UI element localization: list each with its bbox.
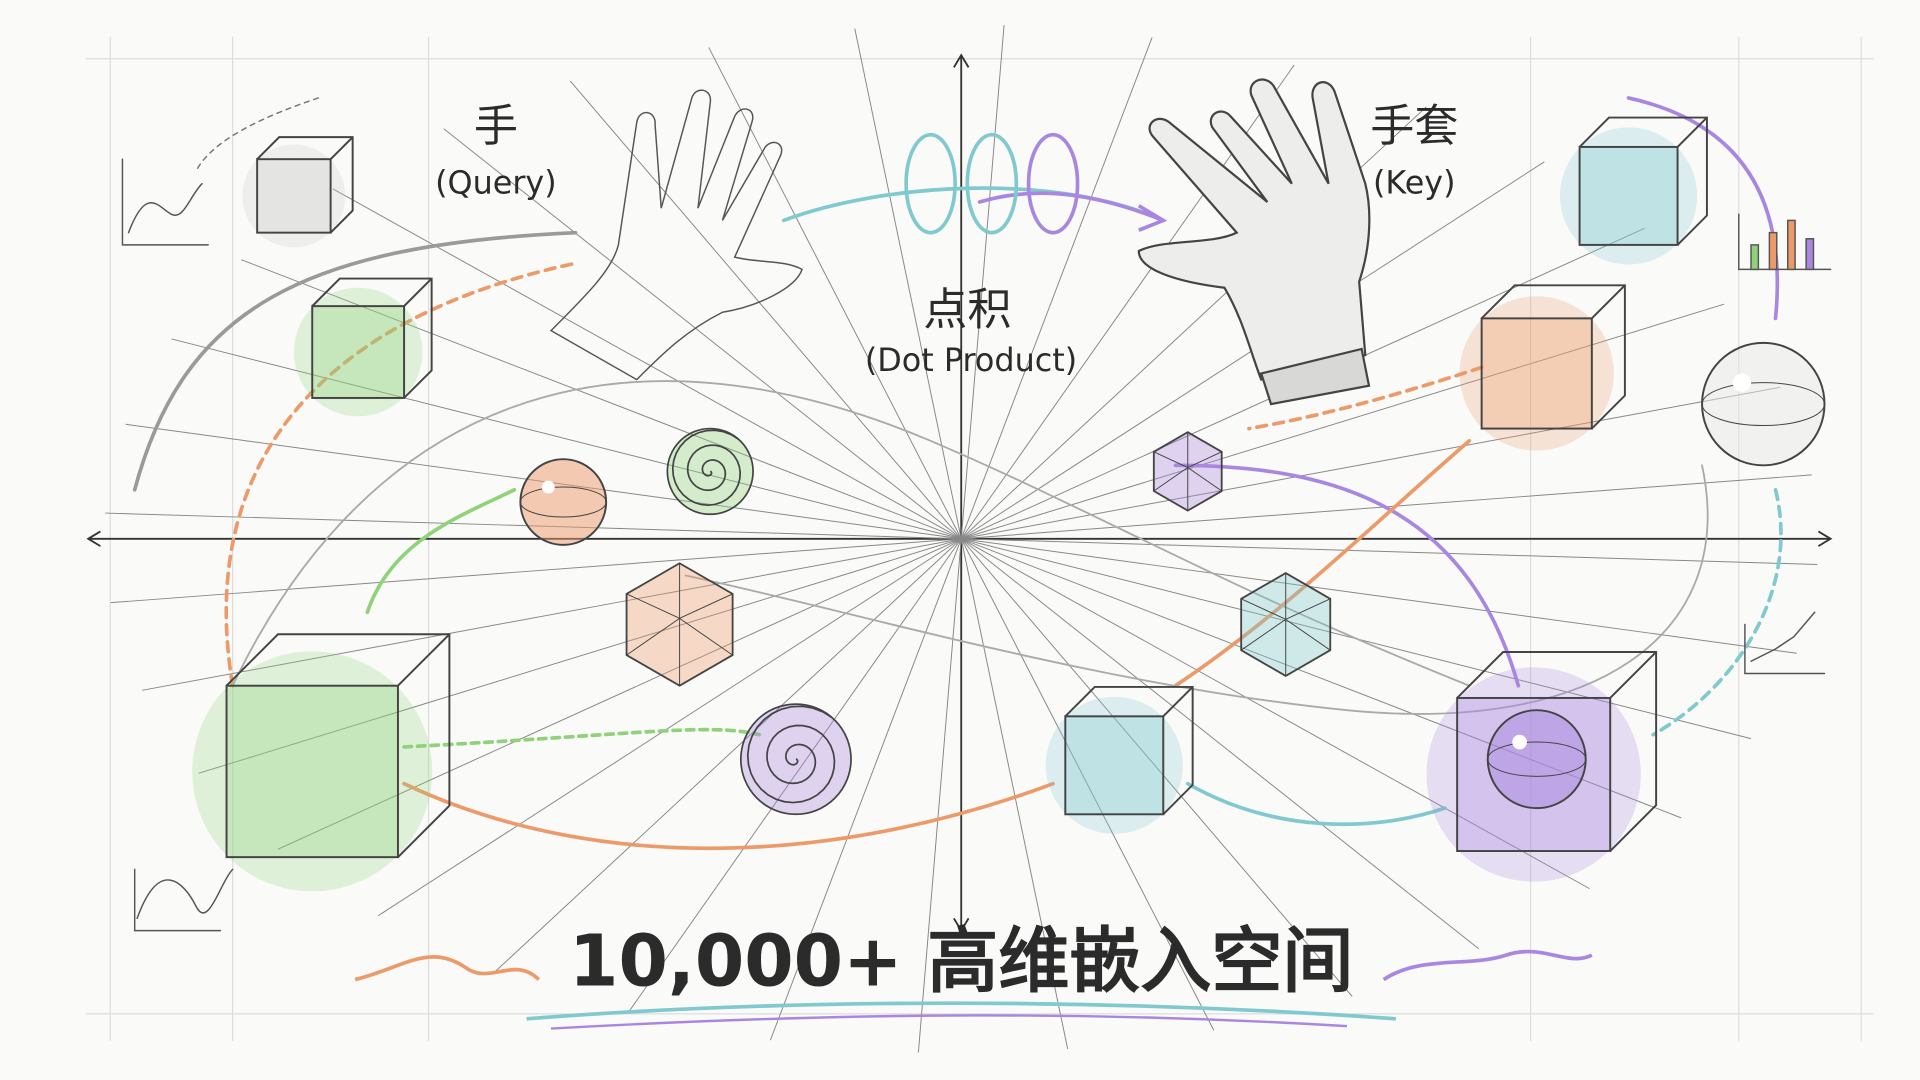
- ray-line: [960, 538, 1479, 950]
- ray-line: [110, 538, 962, 604]
- ray-line: [769, 538, 962, 1041]
- cube-icon: [242, 136, 354, 248]
- ray-line: [917, 538, 962, 1053]
- polyhedron-icon: [1152, 431, 1223, 512]
- sphere-icon: [1486, 709, 1587, 810]
- ray-line: [142, 538, 962, 691]
- ray-line: [377, 538, 962, 917]
- ray-line: [961, 538, 1818, 565]
- ray-line: [961, 303, 1725, 540]
- hand-icon: [549, 89, 803, 381]
- spiral-icon: [739, 703, 852, 816]
- polyhedron-icon: [625, 562, 734, 687]
- dot-product-label-zh: 点积: [923, 284, 1011, 335]
- cube-icon: [1459, 284, 1626, 451]
- ray-line: [960, 538, 1215, 1031]
- ray-line: [960, 538, 1353, 997]
- ray-line: [171, 338, 962, 540]
- ray-line: [960, 25, 1005, 539]
- polyhedron-icon: [1240, 572, 1332, 677]
- ray-line: [443, 128, 962, 540]
- ray-line: [960, 538, 1590, 890]
- query-label-en: (Query): [435, 163, 557, 201]
- sphere-icon: [1701, 341, 1826, 467]
- ray-line: [569, 80, 962, 540]
- cube-icon: [192, 633, 451, 892]
- sphere-icon: [519, 458, 608, 546]
- dot-product-coil: [904, 132, 1168, 235]
- spiral-icon: [666, 427, 754, 516]
- cube-icon: [1045, 685, 1194, 834]
- mini-chart-icon: [121, 158, 1832, 932]
- ray-line: [961, 386, 1781, 540]
- ray-line: [960, 37, 1153, 539]
- title: 10,000+ 高维嵌入空间: [569, 920, 1353, 1003]
- glove-icon: [1137, 78, 1371, 406]
- connection-curves: [132, 96, 1783, 851]
- dot-product-label-en: (Dot Product): [865, 341, 1077, 379]
- ray-line: [277, 538, 962, 850]
- ray-line: [627, 538, 962, 1013]
- ray-line: [495, 538, 962, 972]
- key-label-en: (Key): [1373, 163, 1456, 201]
- ray-line: [961, 538, 1797, 654]
- ray-line: [960, 538, 1069, 1050]
- ray-line: [854, 28, 962, 539]
- ray-line: [708, 47, 962, 539]
- title-underline: [354, 949, 1593, 1030]
- key-label-zh: 手套: [1370, 101, 1458, 152]
- query-label-zh: 手: [474, 101, 518, 152]
- ray-line: [198, 538, 962, 774]
- cube-icon: [293, 277, 433, 417]
- cube-icon: [1560, 116, 1708, 265]
